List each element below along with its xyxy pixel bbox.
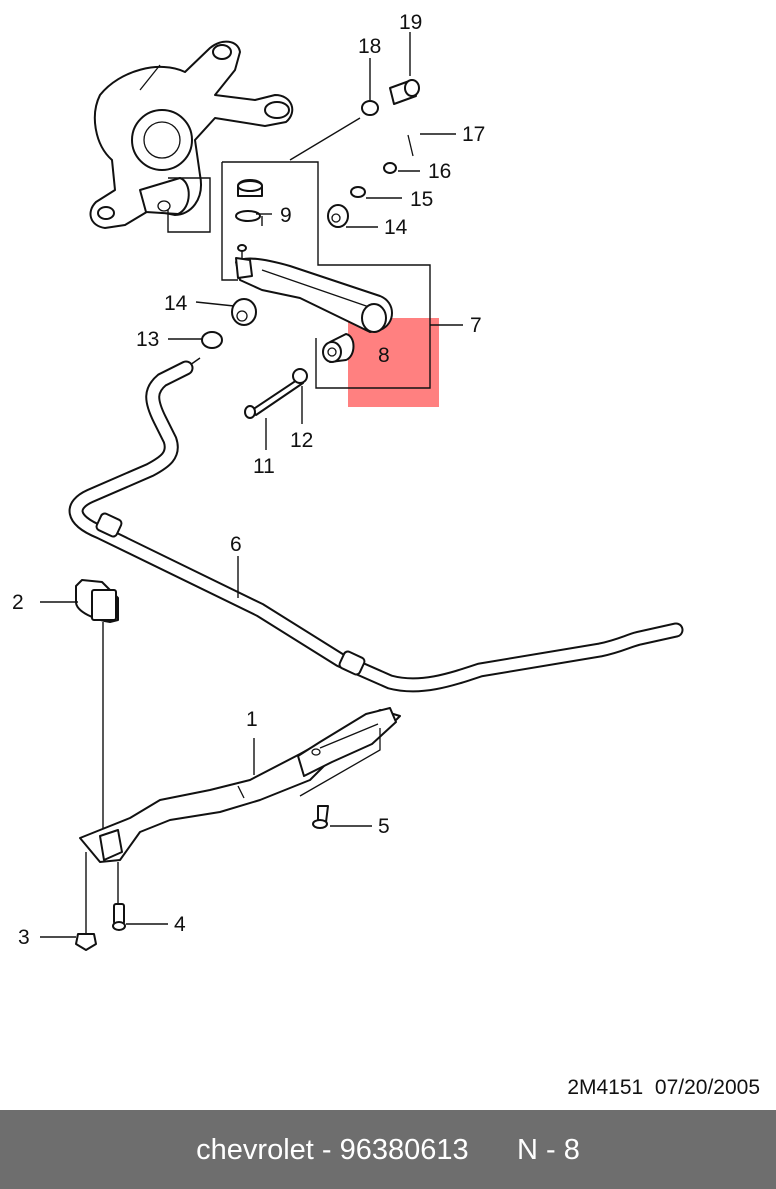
callout-2: 2 bbox=[12, 591, 24, 614]
footer-position: N - 8 bbox=[516, 1134, 580, 1166]
crossmember-bracket bbox=[79, 707, 401, 934]
callout-16: 16 bbox=[428, 160, 451, 183]
footer-brand: chevrolet bbox=[196, 1134, 314, 1166]
parts-diagram: 1 2 3 4 5 6 7 8 9 11 12 13 14 14 15 16 1… bbox=[12, 11, 684, 951]
callouts: 1 2 3 4 5 6 7 8 9 11 12 13 14 14 15 16 1… bbox=[12, 11, 485, 949]
footer-bar bbox=[0, 1110, 776, 1189]
callout-7: 7 bbox=[470, 314, 482, 337]
callout-12: 12 bbox=[290, 429, 313, 452]
diagram-code: 2M4151 bbox=[567, 1076, 644, 1099]
ball-joint-parts bbox=[235, 179, 263, 252]
callout-6: 6 bbox=[230, 533, 242, 556]
steering-knuckle bbox=[89, 40, 294, 229]
callout-8: 8 bbox=[378, 344, 390, 367]
small-parts bbox=[179, 79, 420, 419]
diagram-date: 07/20/2005 bbox=[654, 1076, 760, 1099]
callout-3: 3 bbox=[18, 926, 30, 949]
callout-15: 15 bbox=[410, 188, 433, 211]
highlight-box bbox=[348, 318, 439, 407]
lower-control-arm bbox=[235, 246, 393, 333]
callout-1: 1 bbox=[246, 708, 258, 731]
footer-part-number: 96380613 bbox=[339, 1134, 469, 1166]
callout-9: 9 bbox=[280, 204, 292, 227]
callout-4: 4 bbox=[174, 913, 186, 936]
stabilizer-bar bbox=[68, 360, 684, 693]
diagram-reference: 2M4151 07/20/2005 bbox=[567, 1076, 760, 1100]
callout-18: 18 bbox=[358, 35, 381, 58]
callout-14-right: 14 bbox=[384, 216, 408, 239]
footer-caption: chevrolet - 96380613 N - 8 bbox=[196, 1134, 580, 1166]
stabilizer-bushing bbox=[75, 579, 119, 842]
callout-19: 19 bbox=[399, 11, 422, 34]
fasteners bbox=[75, 805, 329, 951]
leader-lines bbox=[40, 32, 463, 938]
callout-5: 5 bbox=[378, 815, 390, 838]
callout-14-left: 14 bbox=[164, 292, 188, 315]
callout-17: 17 bbox=[462, 123, 485, 146]
callout-11: 11 bbox=[253, 455, 275, 478]
arm-assembly-frame bbox=[167, 117, 431, 389]
callout-13: 13 bbox=[136, 328, 159, 351]
